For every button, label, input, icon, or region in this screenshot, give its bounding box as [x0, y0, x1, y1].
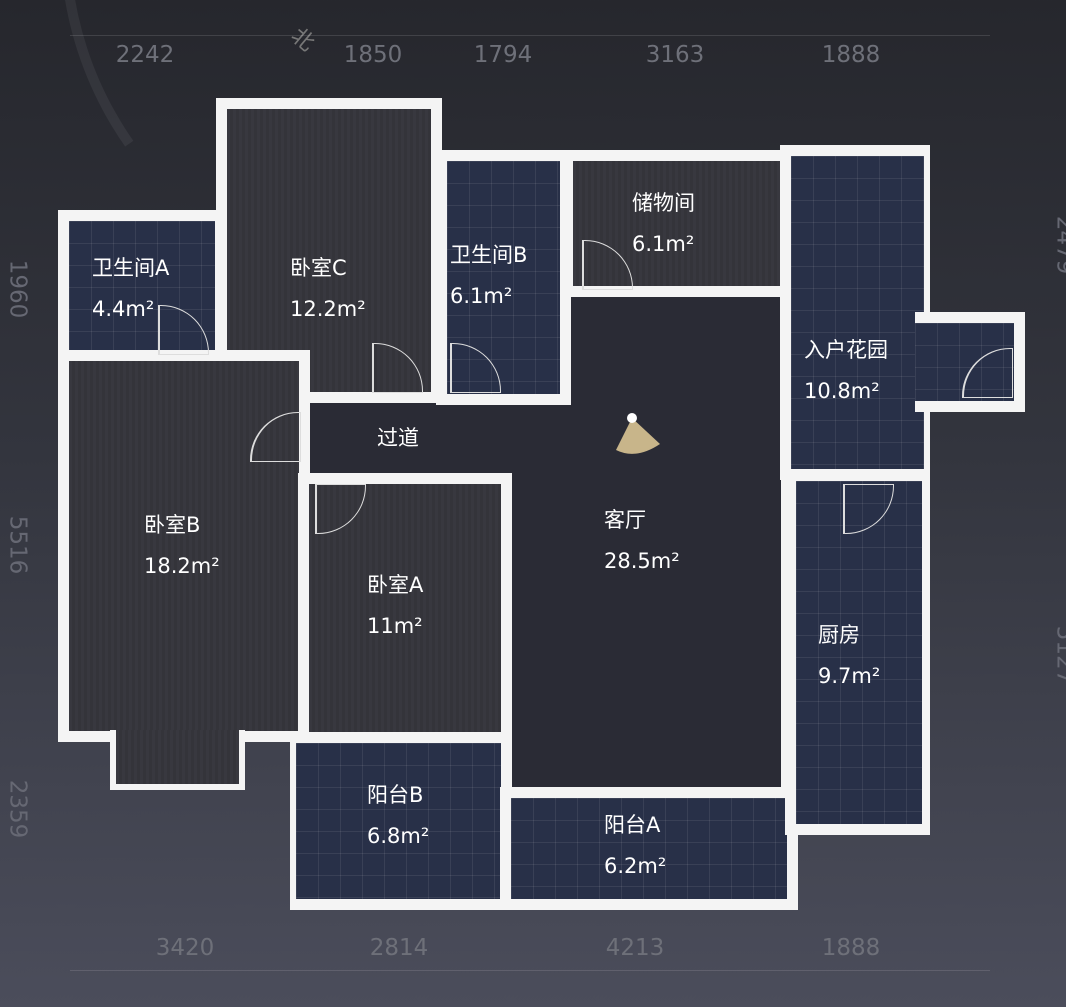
room-area: 6.1m²: [632, 231, 695, 256]
room-label-bedroom-a: 卧室A 11m²: [367, 565, 423, 647]
room-area: 6.1m²: [450, 283, 513, 308]
room-label-balcony-b: 阳台B 6.8m²: [367, 775, 429, 857]
room-label-bedroom-c: 卧室C 12.2m²: [290, 248, 366, 330]
room-label-balcony-a: 阳台A 6.2m²: [604, 805, 666, 887]
room-area: 9.7m²: [818, 663, 881, 688]
room-name: 储物间: [632, 191, 695, 215]
dim-top: 1794: [473, 42, 533, 68]
room-corridor[interactable]: [298, 398, 792, 480]
room-label-bedroom-b: 卧室B 18.2m²: [144, 505, 220, 587]
dim-right: 2479: [1051, 215, 1066, 275]
room-entry-garden[interactable]: [780, 145, 930, 480]
room-name: 卧室B: [144, 513, 201, 537]
dim-bottom: 3420: [155, 935, 215, 961]
dim-top: 1888: [821, 42, 881, 68]
room-name: 阳台B: [367, 783, 424, 807]
dim-bottom: 2814: [369, 935, 429, 961]
top-dimension-line: [70, 35, 990, 36]
room-label-bathroom-a: 卫生间A 4.4m²: [92, 248, 169, 330]
room-name: 卫生间B: [450, 243, 528, 267]
room-area: 18.2m²: [144, 553, 220, 578]
dim-left: 5516: [4, 515, 31, 575]
dim-left: 1960: [4, 259, 31, 319]
room-label-corridor: 过道: [377, 418, 419, 459]
room-balcony-a[interactable]: [500, 787, 798, 910]
room-area: 28.5m²: [604, 548, 680, 573]
room-name: 卧室C: [290, 256, 347, 280]
bottom-dimension-line: [70, 970, 990, 971]
room-name: 卫生间A: [92, 256, 170, 280]
room-area: 12.2m²: [290, 296, 366, 321]
room-name: 阳台A: [604, 813, 661, 837]
room-name: 卧室A: [367, 573, 424, 597]
dim-left: 2359: [4, 779, 31, 839]
room-area: 10.8m²: [804, 378, 880, 403]
room-label-storage: 储物间 6.1m²: [632, 183, 695, 265]
bay-window: [110, 730, 245, 790]
room-label-bathroom-b: 卫生间B 6.1m²: [450, 235, 527, 317]
dim-bottom: 1888: [821, 935, 881, 961]
room-name: 入户花园: [804, 338, 888, 362]
room-name: 客厅: [604, 508, 646, 532]
room-area: 6.8m²: [367, 823, 430, 848]
room-kitchen[interactable]: [785, 470, 930, 835]
dim-right: 5127: [1051, 625, 1066, 685]
room-label-entry-garden: 入户花园 10.8m²: [804, 330, 888, 412]
room-area: 6.2m²: [604, 853, 667, 878]
room-area: 11m²: [367, 613, 423, 638]
room-name: 厨房: [818, 623, 860, 647]
dim-top: 2242: [115, 42, 175, 68]
dim-bottom: 4213: [605, 935, 665, 961]
dim-top: 3163: [645, 42, 705, 68]
dim-top: 1850: [343, 42, 403, 68]
room-label-kitchen: 厨房 9.7m²: [818, 615, 880, 697]
camera-viewpoint-icon[interactable]: [608, 410, 668, 460]
room-label-living: 客厅 28.5m²: [604, 500, 680, 582]
room-area: 4.4m²: [92, 296, 155, 321]
room-name: 过道: [377, 426, 419, 450]
